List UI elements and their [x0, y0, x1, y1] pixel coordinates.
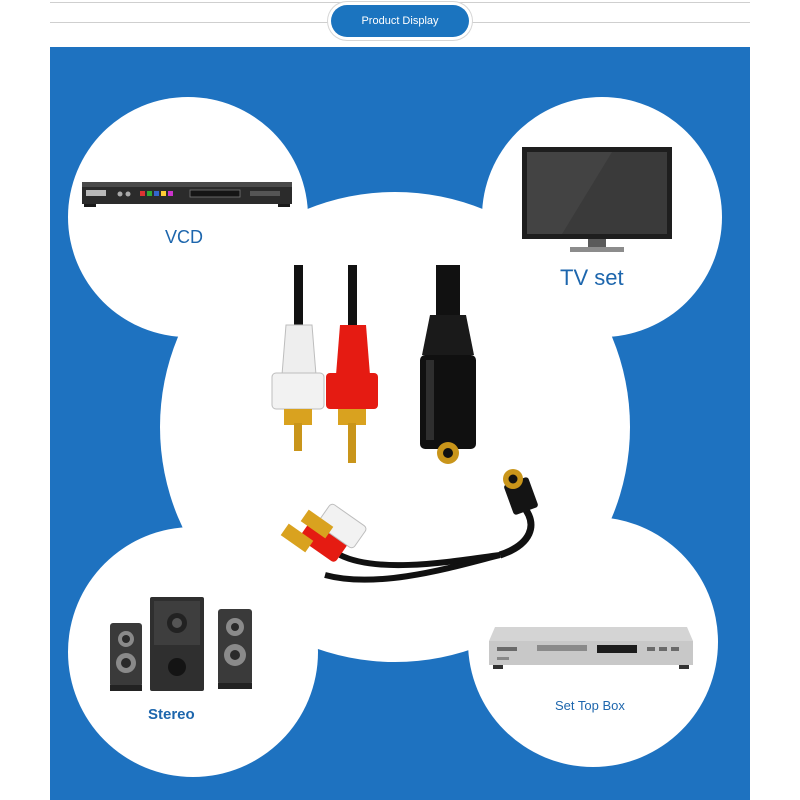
- tv-label: TV set: [560, 265, 624, 290]
- dvd-player-icon: [82, 182, 292, 207]
- tv-monitor-icon: [522, 147, 672, 252]
- settop-label: Set Top Box: [555, 698, 625, 713]
- stereo-label: Stereo: [148, 706, 195, 723]
- product-circle: [160, 192, 630, 662]
- product-display-panel: VCD TV set Stereo: [50, 47, 750, 800]
- vcd-label: VCD: [165, 227, 204, 247]
- header-rule-top: [50, 2, 750, 3]
- rca-to-3.5mm-cable-icon: [271, 265, 538, 583]
- section-title-pill: Product Display: [331, 5, 469, 37]
- set-top-box-icon: [489, 627, 693, 669]
- speaker-system-icon: [110, 597, 252, 691]
